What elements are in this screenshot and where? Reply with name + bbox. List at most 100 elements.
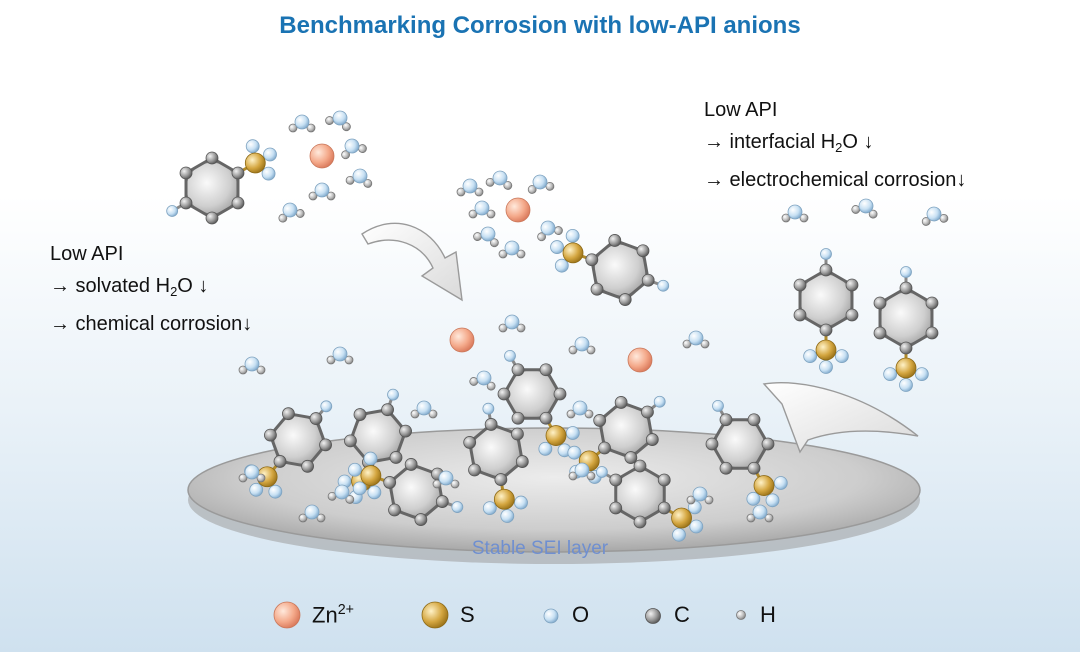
terminal-atom <box>653 395 666 408</box>
oxygen-atom <box>332 110 348 126</box>
sulfonate-anion <box>166 139 277 225</box>
carbon-atom <box>925 326 939 340</box>
water-molecule <box>537 220 563 242</box>
hydrogen-atom <box>498 249 508 259</box>
legend: Zn2+ S O C H <box>0 600 1080 640</box>
oxygen-atom <box>245 139 260 154</box>
carbon-atom <box>793 308 807 322</box>
hydrogen-atom <box>700 339 710 349</box>
carbon-atom <box>494 473 508 486</box>
sulfonate-anion <box>793 248 859 374</box>
water-molecule <box>298 504 326 523</box>
oxygen-atom <box>787 204 803 220</box>
sulfur-atom <box>545 425 567 446</box>
hydrogen-atom <box>325 116 334 125</box>
oxygen-atom <box>462 178 478 194</box>
oxygen-atom <box>914 367 929 382</box>
oxygen-atom <box>268 484 283 499</box>
carbon-atom <box>309 412 323 425</box>
carbon-atom <box>585 253 599 267</box>
oxygen-atom <box>883 367 898 382</box>
oxygen-atom <box>261 166 276 181</box>
sulfur-atom <box>671 507 692 529</box>
carbon-atom <box>899 281 913 295</box>
carbon-atom <box>205 211 219 225</box>
hydrogen-atom <box>537 232 546 242</box>
carbon-atom <box>381 403 394 417</box>
oxygen-atom <box>746 491 761 506</box>
hydrogen-atom <box>345 495 355 504</box>
oxygen-atom <box>244 464 260 480</box>
terminal-atom <box>387 388 399 401</box>
zn-ion <box>309 143 335 169</box>
hydrogen-atom <box>568 471 578 481</box>
water-molecule <box>456 178 484 197</box>
carbon-atom <box>205 151 219 165</box>
hydrogen-atom <box>799 213 809 223</box>
hydrogen-atom <box>939 213 949 223</box>
water-molecule <box>325 110 351 132</box>
carbon-atom <box>636 244 650 258</box>
right-annotation-line1: → interfacial H2O ↓ <box>704 131 874 155</box>
oxygen-atom <box>574 336 590 352</box>
hydrogen-atom <box>851 205 861 214</box>
hydrogen-atom <box>764 513 774 523</box>
hydrogen-atom <box>554 226 563 235</box>
hydrogen-atom <box>238 365 248 375</box>
terminal-atom <box>712 399 724 412</box>
hydrogen-atom <box>469 377 479 386</box>
terminal-atom <box>900 266 912 278</box>
carbon-atom <box>609 501 623 515</box>
oxygen-atom <box>482 501 497 515</box>
legend-s: S <box>420 600 475 630</box>
water-molecule <box>238 464 266 483</box>
carbon-atom <box>231 166 245 180</box>
water-molecule <box>410 400 438 419</box>
carbon-atom <box>301 459 314 473</box>
carbon-atom <box>511 411 525 425</box>
hydrogen-atom <box>326 191 336 201</box>
hydrogen-atom <box>344 355 354 365</box>
hydrogen-atom <box>686 495 696 505</box>
oxygen-atom <box>263 147 277 162</box>
carbon-atom <box>819 323 833 337</box>
carbon-atom <box>468 463 481 477</box>
hydrogen-atom <box>498 323 508 333</box>
zn-ion <box>505 197 531 223</box>
hydrogen-atom <box>503 181 513 190</box>
oxygen-atom <box>492 170 508 186</box>
carbon-atom <box>609 473 623 487</box>
oxygen-atom <box>504 240 520 256</box>
sulfonate-anion <box>567 395 666 484</box>
hydrogen-atom <box>516 323 526 333</box>
oxygen-atom <box>572 400 588 416</box>
oxygen-atom <box>672 527 686 542</box>
hydrogen-atom <box>432 479 442 489</box>
carbon-atom <box>747 413 761 427</box>
carbon-atom <box>539 363 553 377</box>
carbon-atom <box>608 234 622 247</box>
carbon-atom <box>705 437 719 451</box>
oxygen-atom <box>504 314 520 330</box>
water-molecule <box>566 400 594 419</box>
hydrogen-atom <box>868 209 878 219</box>
water-molecule <box>498 314 526 333</box>
water-molecule <box>473 226 499 248</box>
oxygen-atom <box>244 356 260 372</box>
legend-o-label: O <box>572 602 590 627</box>
water-molecule <box>326 346 354 365</box>
carbon-atom <box>231 196 245 210</box>
hydrogen-atom <box>363 179 373 188</box>
water-molecule <box>527 174 555 194</box>
oxygen-atom <box>692 486 708 502</box>
right-annotation-line2: → electrochemical corrosion↓ <box>704 168 967 191</box>
carbon-atom <box>179 196 193 210</box>
carbon-atom <box>344 434 357 448</box>
carbon-atom <box>553 387 567 401</box>
sulfonate-anion <box>550 229 670 306</box>
hydrogen-atom <box>316 513 326 523</box>
molecules-layer <box>166 110 949 542</box>
carbon-atom <box>719 413 733 427</box>
oxygen-atom <box>688 330 704 346</box>
